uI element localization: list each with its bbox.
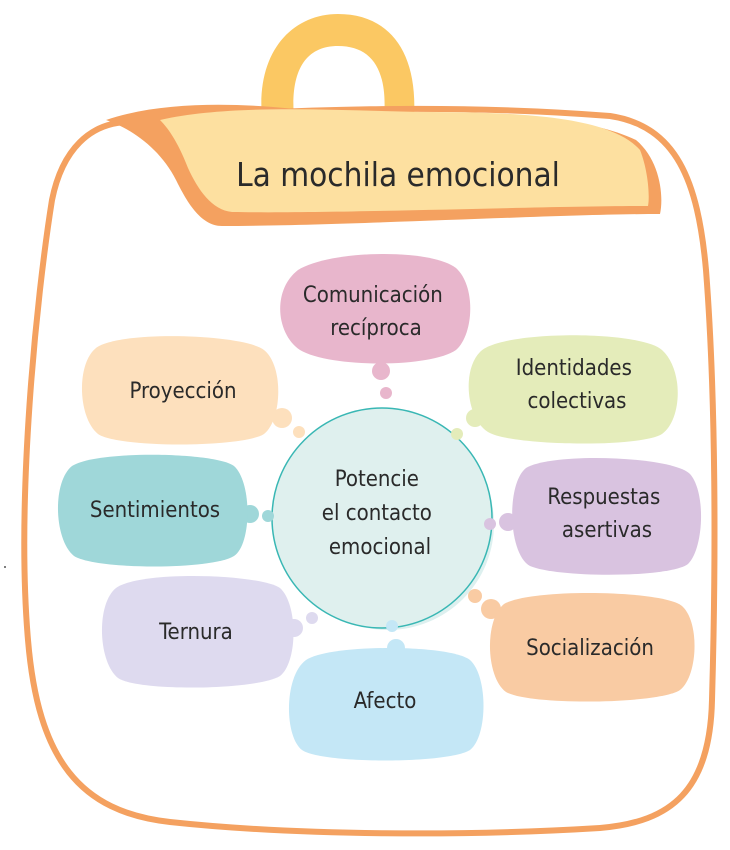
svg-text:Ternura: Ternura bbox=[158, 620, 233, 645]
bubble-proyeccion: Proyección bbox=[81, 336, 279, 445]
bubble-label: colectivas bbox=[528, 389, 627, 414]
bubble-respuestas: Respuestas asertivas bbox=[512, 457, 702, 575]
svg-text:Identidades colectivas: Identidades colectivas bbox=[516, 356, 638, 414]
bubble-label: Socialización bbox=[526, 636, 654, 661]
title-band bbox=[160, 109, 649, 213]
svg-text:Respuestas asertivas: Respuestas asertivas bbox=[547, 485, 666, 543]
bubble-ternura: Ternura bbox=[101, 575, 294, 688]
diagram-title: La mochila emocional bbox=[236, 155, 560, 194]
bubble-label: Ternura bbox=[158, 620, 233, 645]
bubble-label: Afecto bbox=[354, 689, 417, 714]
bubble-comunicacion: Comunicación recíproca bbox=[280, 253, 471, 364]
center-line: emocional bbox=[329, 535, 431, 560]
bubble-label: Comunicación bbox=[303, 283, 443, 308]
bubble-afecto: Afecto bbox=[288, 648, 484, 761]
center-line: Potencie bbox=[335, 467, 419, 492]
svg-text:Socialización: Socialización bbox=[526, 636, 654, 661]
backpack-outline bbox=[21, 105, 718, 837]
svg-text:Sentimientos: Sentimientos bbox=[90, 498, 220, 523]
bubble-sentimientos: Sentimientos bbox=[57, 454, 248, 567]
bubble-socializacion: Socialización bbox=[489, 592, 695, 702]
center-line: el contacto bbox=[322, 501, 432, 526]
center-text: Potencie el contacto emocional bbox=[322, 467, 438, 560]
svg-text:Proyección: Proyección bbox=[129, 379, 236, 404]
bubble-label: Identidades bbox=[516, 356, 632, 381]
stray-dot bbox=[4, 566, 6, 568]
bubble-label: Proyección bbox=[129, 379, 236, 404]
svg-text:Comunicación recíproca: Comunicación recíproca bbox=[303, 283, 449, 341]
bubble-label: Sentimientos bbox=[90, 498, 220, 523]
bubble-label: asertivas bbox=[562, 518, 652, 543]
svg-text:Afecto: Afecto bbox=[354, 689, 417, 714]
backpack-handle bbox=[261, 14, 415, 118]
bubble-identidades: Identidades colectivas bbox=[468, 335, 678, 444]
bubble-label: recíproca bbox=[330, 316, 422, 341]
bubble-label: Respuestas bbox=[547, 485, 660, 510]
